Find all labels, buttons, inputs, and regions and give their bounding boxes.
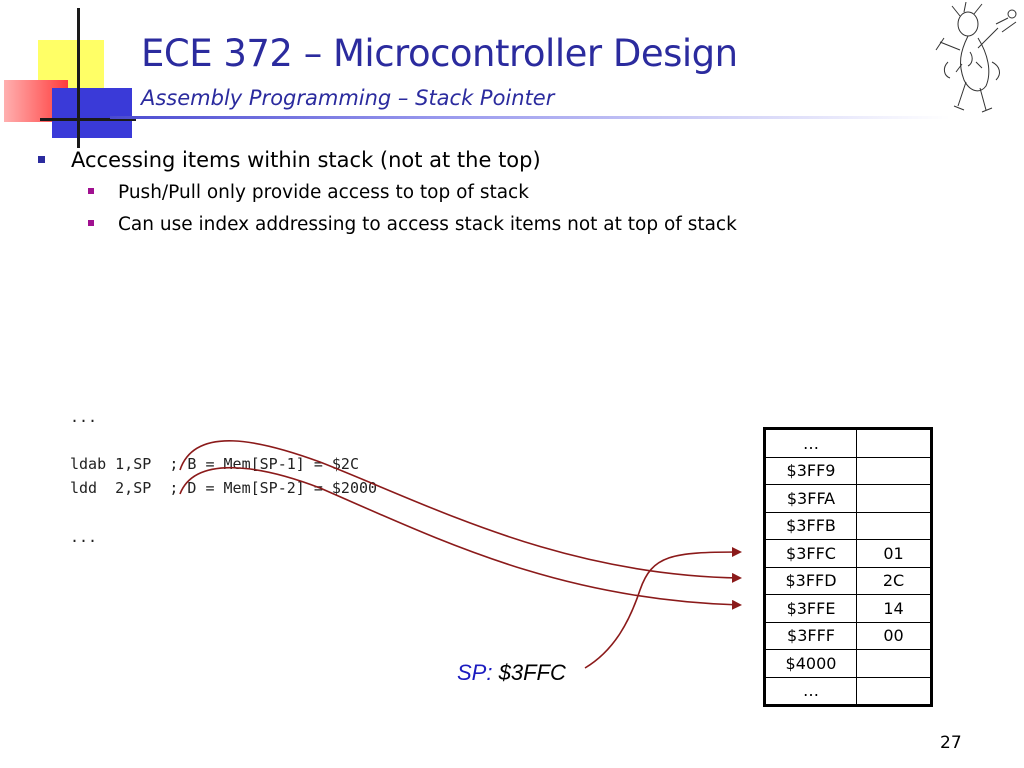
memory-address: $3FFF — [764, 621, 857, 650]
decor-horizontal-line — [40, 118, 136, 121]
memory-address: … — [764, 676, 857, 706]
decor-blue-square — [52, 88, 132, 138]
memory-address: $3FFE — [764, 594, 857, 623]
bullet-marker-icon — [88, 220, 94, 226]
stack-pointer-label: SP: $3FFC — [457, 660, 566, 686]
sketch-figure-icon — [935, 2, 1017, 113]
bullet-sub-2: Can use index addressing to access stack… — [88, 214, 737, 235]
code-ellipsis-bottom: ... — [70, 528, 98, 546]
memory-row: $4000 — [764, 649, 932, 678]
memory-row: … — [764, 428, 932, 458]
memory-value — [856, 428, 932, 458]
memory-address: $3FFB — [764, 511, 857, 540]
sp-name: SP: — [457, 660, 493, 685]
arrow-sp-to-3ffc — [584, 547, 742, 669]
arrow-ldab-to-3ffd — [179, 440, 742, 583]
memory-address: $3FFA — [764, 484, 857, 513]
memory-value — [856, 484, 932, 513]
bullet-marker-icon — [38, 155, 45, 163]
arrow-ldd-to-3ffe — [179, 466, 742, 610]
memory-row: $3FFA — [764, 484, 932, 513]
bullet-main: Accessing items within stack (not at the… — [38, 148, 541, 172]
memory-value: 2C — [856, 566, 932, 595]
slide-title: ECE 372 – Microcontroller Design — [141, 32, 738, 75]
memory-row: $3FFB — [764, 511, 932, 540]
memory-address: $3FFD — [764, 566, 857, 595]
bullet-marker-icon — [88, 188, 94, 194]
bullet-main-text: Accessing items within stack (not at the… — [71, 148, 541, 172]
memory-value — [856, 456, 932, 485]
memory-value — [856, 676, 932, 706]
memory-row: … — [764, 676, 932, 706]
sp-value: $3FFC — [498, 660, 566, 685]
memory-row: $3FF9 — [764, 456, 932, 485]
memory-address: … — [764, 428, 857, 458]
code-ellipsis-top: ... — [70, 408, 98, 426]
bullet-sub-text: Push/Pull only provide access to top of … — [118, 182, 529, 203]
memory-address: $3FF9 — [764, 456, 857, 485]
memory-value: 00 — [856, 621, 932, 650]
bullet-sub-text: Can use index addressing to access stack… — [118, 214, 737, 235]
slide-subtitle: Assembly Programming – Stack Pointer — [141, 86, 555, 110]
memory-value: 01 — [856, 539, 932, 568]
memory-address: $3FFC — [764, 539, 857, 568]
memory-value — [856, 649, 932, 678]
decor-vertical-line — [77, 8, 80, 148]
title-underline — [110, 116, 950, 119]
page-number: 27 — [940, 733, 962, 753]
memory-value — [856, 511, 932, 540]
bullet-sub-1: Push/Pull only provide access to top of … — [88, 182, 529, 203]
memory-value: 14 — [856, 594, 932, 623]
